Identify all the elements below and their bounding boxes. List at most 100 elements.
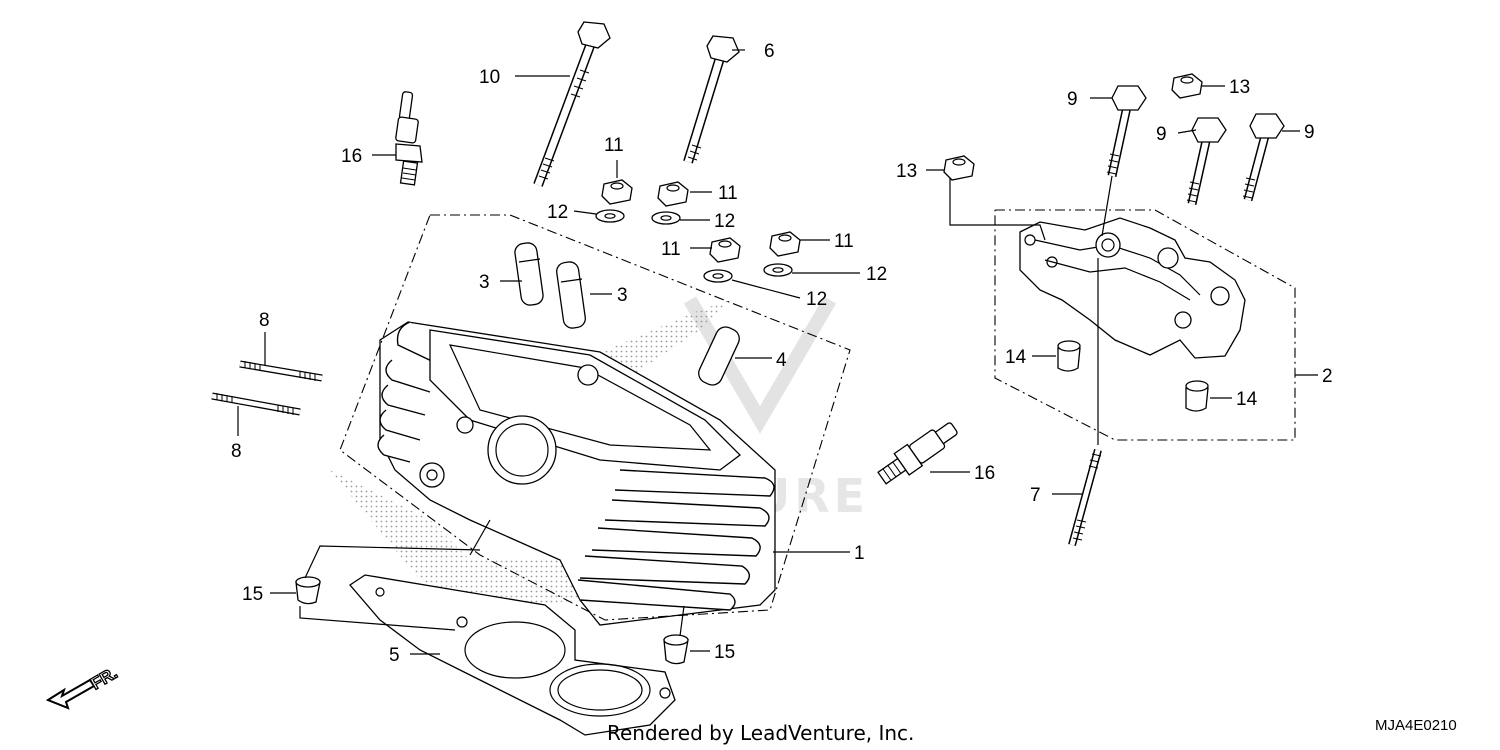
callout-16-right: 16 [974,463,995,484]
bolt-head [1191,117,1227,143]
stud-7[interactable] [1068,448,1102,547]
callout-12-c: 12 [866,264,887,285]
nut-11-a[interactable] [601,179,633,205]
nut-body [769,231,801,257]
nut-11-b[interactable] [657,181,689,207]
spark-plug-left[interactable] [395,91,423,186]
gasket-hole [375,587,385,597]
callout-11-b: 11 [718,183,738,204]
callout-13-b: 13 [896,161,917,182]
bolt-10[interactable] [533,21,611,187]
washer-body [763,263,793,277]
head-gasket[interactable] [349,574,676,736]
stud-thread [1072,453,1102,541]
bolt-head [1111,85,1147,111]
plug-thread-lines [401,167,417,181]
dowel-body [1057,347,1081,372]
washer-12-c[interactable] [703,269,733,283]
nut-13-b[interactable] [943,155,975,181]
callout-9-b: 9 [1156,124,1167,145]
head-fin [614,469,775,497]
front-marker-label: FR. [88,663,121,693]
callout-14-b: 14 [1236,389,1258,410]
dowel-14-a[interactable] [1057,340,1081,372]
stud-upper[interactable] [239,360,323,382]
head-assembly-outline [339,214,851,621]
callout-8-upper: 8 [259,310,270,331]
callout-5: 5 [389,645,400,666]
callout-8-lower: 8 [231,441,242,462]
gasket-bore-inner [557,669,643,711]
dowel-top [1057,340,1081,352]
callout-3-right: 3 [617,285,628,306]
dowel-body [295,581,321,605]
rocker-holder[interactable] [1019,217,1246,359]
cylinder-head[interactable] [330,300,776,626]
washer-12-a[interactable] [595,209,625,223]
bolt-9-c[interactable] [1242,113,1285,202]
callout-13-a: 13 [1229,77,1250,98]
nut-11-c[interactable] [709,237,741,263]
gasket-body [349,574,676,736]
bolt-9-b[interactable] [1186,117,1227,205]
head-fin [579,555,750,585]
intake-port-inner [495,423,549,477]
render-credit: Rendered by LeadVenture, Inc. [607,721,914,745]
washer-12-d[interactable] [763,263,793,277]
callout-9-a: 9 [1067,89,1078,110]
dowel-top [295,576,321,588]
stud-lower[interactable] [211,392,301,416]
head-top-rim [429,329,741,471]
nut-11-d[interactable] [769,231,801,257]
washer-body [595,209,625,223]
callout-2: 2 [1322,366,1333,387]
bolt-thread [1186,181,1200,203]
dowel-top [1185,380,1209,392]
callout-12-d: 12 [806,289,827,310]
holder-hole [1024,234,1036,246]
nut-body [601,179,633,205]
dowel-15-b[interactable] [663,634,689,665]
holder-assembly-outline [994,209,1296,441]
head-fin [591,527,761,557]
nut-hole [778,234,792,242]
callout-15-left: 15 [242,584,263,605]
callout-11-a: 11 [604,135,624,156]
dowel-15-a[interactable] [295,576,321,605]
stud-thread [244,361,316,381]
callout-labels: 10 6 16 11 11 12 12 11 11 12 12 3 3 4 8 … [231,41,1333,666]
spark-plug-right[interactable] [875,417,962,489]
bolt-thread [1242,177,1256,199]
washer-hole [712,273,724,279]
holder-bore [1210,286,1230,306]
nut-body [943,155,975,181]
valve-guide-right[interactable] [556,261,587,329]
washer-body [703,269,733,283]
bolt-6[interactable] [683,35,740,164]
dowel-14-b[interactable] [1185,380,1209,412]
nut-body [709,237,741,263]
gasket-hole [456,616,468,628]
head-fin [381,384,426,416]
valve-guide-left[interactable] [514,242,544,306]
callout-9-c: 9 [1304,122,1315,143]
head-boss [577,364,599,386]
guide-4[interactable] [695,324,742,389]
holder-rail [1044,259,1191,301]
head-fin [379,409,421,441]
washer-12-b[interactable] [651,211,681,225]
callout-11-d: 11 [834,231,854,252]
dowel-body [1185,387,1209,412]
callout-10: 10 [479,67,500,88]
washer-body [651,211,681,225]
bolt-9-a[interactable] [1106,85,1147,177]
bolt-head [577,21,611,49]
head-boss [419,462,445,488]
nut-13-a[interactable] [1171,73,1203,99]
valve-guide-ring [518,258,541,263]
callout-7: 7 [1030,485,1041,506]
nut-hole [666,184,680,192]
callout-12-a: 12 [547,202,568,223]
gasket-bore [549,663,651,717]
holder-hole [1046,256,1058,268]
